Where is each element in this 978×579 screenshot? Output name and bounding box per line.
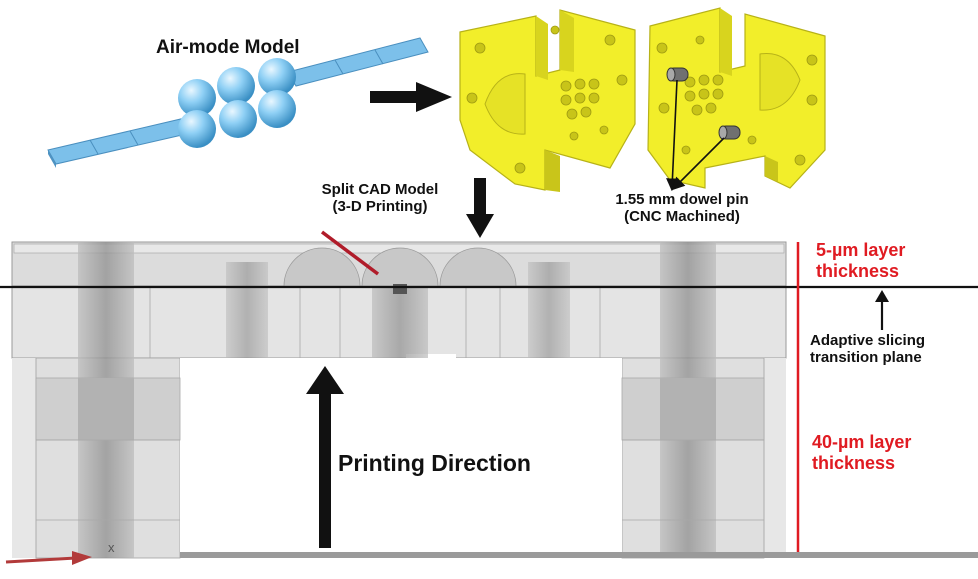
- dowel-pin: [666, 67, 689, 82]
- layer-40um-label-line2: thickness: [812, 452, 896, 473]
- layer-5um-label-line1: 5-µm layer: [816, 240, 906, 260]
- transition-plane-arrow: [875, 290, 889, 330]
- dowel-pin-leader: [666, 79, 679, 192]
- layer-40um-label: 40-µm layer thickness: [812, 432, 911, 473]
- resonator-sphere: [217, 67, 255, 105]
- split-cad-model-label-line1: Split CAD Model: [321, 181, 439, 198]
- air-mode-model: [47, 37, 429, 168]
- right-arrow: [370, 82, 452, 112]
- split-cad-model-right-half: [647, 7, 826, 192]
- adaptive-slicing-label: Adaptive slicing transition plane: [810, 332, 925, 367]
- resonator-sphere: [258, 90, 296, 128]
- dowel-pin-leader: [671, 137, 725, 191]
- slice-view: [11, 230, 978, 559]
- dowel-pin: [718, 125, 741, 140]
- dowel-pin-label-line1: 1.55 mm dowel pin: [615, 191, 749, 208]
- down-arrow: [466, 178, 494, 238]
- split-cad-model-label: Split CAD Model (3-D Printing): [302, 181, 458, 216]
- resonator-sphere: [178, 79, 216, 117]
- layer-5um-label: 5-µm layer thickness: [816, 240, 905, 281]
- resonator-sphere: [219, 100, 257, 138]
- resonator-sphere: [178, 110, 216, 148]
- adaptive-slicing-label-line1: Adaptive slicing: [810, 332, 926, 349]
- split-cad-model-label-line2: (3-D Printing): [332, 198, 428, 216]
- printing-direction-label: Printing Direction: [338, 450, 531, 476]
- x-axis-label: x: [108, 540, 115, 555]
- layer-5um-label-line2: thickness: [816, 260, 900, 281]
- resonator-sphere: [258, 58, 296, 96]
- adaptive-slicing-label-line2: transition plane: [810, 349, 922, 367]
- split-cad-model-left-half: [459, 9, 636, 192]
- dowel-pin-label-line2: (CNC Machined): [624, 208, 740, 226]
- cut-plane-indicator: [320, 230, 380, 276]
- layer-40um-label-line1: 40-µm layer: [812, 432, 912, 452]
- air-mode-model-label: Air-mode Model: [156, 37, 300, 58]
- x-axis-arrow: [5, 551, 92, 565]
- printing-direction-arrow: [306, 366, 344, 548]
- dowel-pin-label: 1.55 mm dowel pin (CNC Machined): [592, 191, 772, 226]
